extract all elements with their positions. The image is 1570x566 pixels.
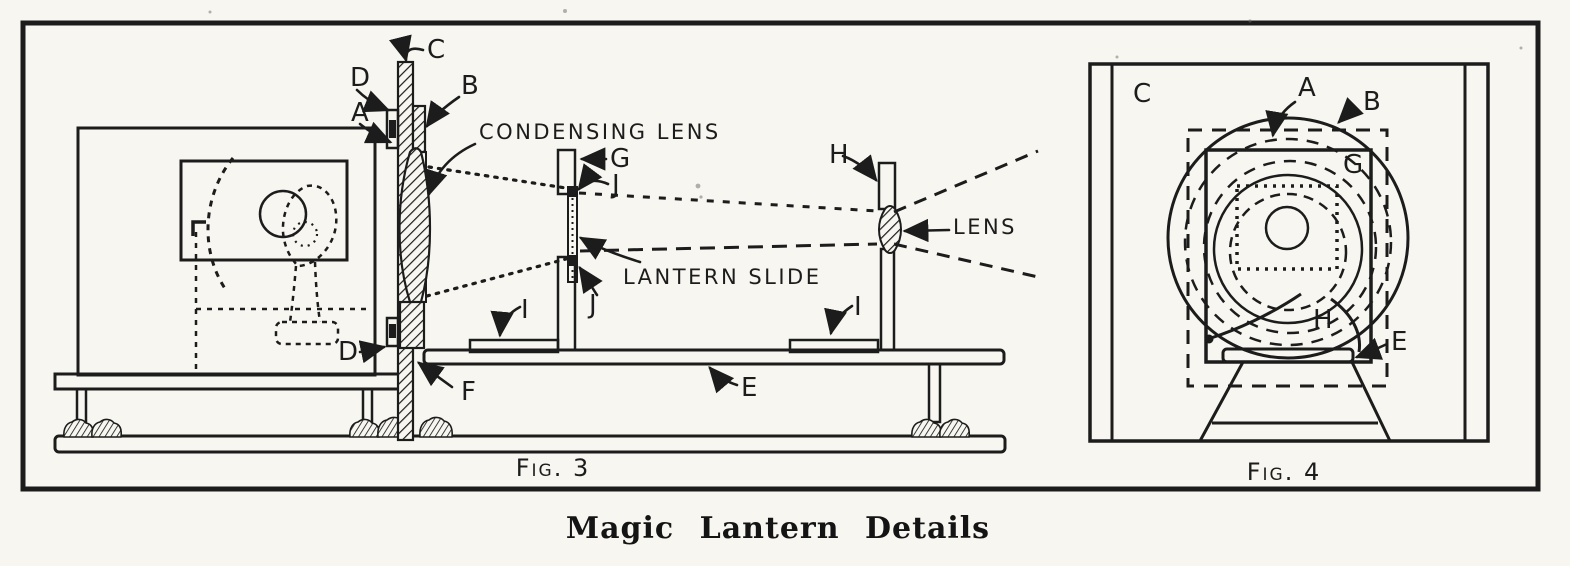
lamp-house-body <box>76 126 377 377</box>
stand-trapezoid <box>1198 361 1392 442</box>
foot-blobs <box>63 416 971 438</box>
lens-post-top-h <box>877 161 897 211</box>
condenser-rim-inner <box>1212 173 1364 325</box>
fig4-leader-arrows <box>1265 97 1389 360</box>
fig3-label-b: B <box>461 71 480 101</box>
lamp-bulb-hidden-outline <box>274 184 340 346</box>
upper-thumbscrew-d <box>389 120 396 138</box>
fig4-caption: Fig. 4 <box>1247 458 1322 486</box>
slide-board-e <box>422 348 1006 366</box>
baseboard <box>53 434 1007 454</box>
ray-slide-to-lens-bottom <box>579 242 878 253</box>
lower-sleeve <box>398 300 426 350</box>
front-panel <box>1088 62 1490 443</box>
fig3-label-j-top: J <box>610 170 621 200</box>
fig4-label-a: A <box>1298 73 1317 103</box>
fig3-label-d-top: D <box>350 63 371 93</box>
fig3-label-d-bottom: D <box>338 337 359 367</box>
slide-post-top-g <box>556 148 577 196</box>
fig3-leader-arrows <box>355 34 951 394</box>
stand <box>53 348 1007 454</box>
fig3-label-g: G <box>610 144 631 174</box>
ray-condenser-to-slide-bottom <box>425 257 568 298</box>
fig3-label-i-left: I <box>521 295 530 325</box>
fig4-label-b: B <box>1363 87 1382 117</box>
retainer-pin <box>1204 334 1214 344</box>
upper-sleeve-b <box>411 104 427 154</box>
plate-caption: Magic Lantern Details <box>566 511 990 546</box>
plate-border <box>20 20 1541 492</box>
objective-upright <box>877 161 902 352</box>
fig3-label-h: H <box>829 140 850 170</box>
lens-post-bottom <box>879 247 896 352</box>
fig4-label-h: H <box>1313 305 1334 335</box>
condensing-lens-glass <box>398 147 432 307</box>
fig4-label-e: E <box>1391 327 1408 357</box>
slide-mask-dotted <box>1235 184 1339 271</box>
lower-clamp <box>385 316 400 348</box>
fig3-label-e: E <box>741 373 758 403</box>
guide-block-i-right <box>788 338 880 354</box>
light-rays <box>425 149 1039 298</box>
fig3-label-f: F <box>461 377 477 407</box>
condenser-rim-dashed-1 <box>1183 137 1393 347</box>
lamp-house-door <box>179 159 349 262</box>
bench-leg-left <box>75 387 88 424</box>
fig3-label-c: C <box>427 35 446 65</box>
vent-hole <box>258 189 308 239</box>
board-leg-right <box>927 362 942 424</box>
fig3-caption: Fig. 3 <box>516 454 591 482</box>
lamp-house <box>76 126 377 377</box>
retainer-wire-left <box>1210 292 1302 340</box>
center-aperture <box>1264 205 1310 251</box>
lower-thumbscrew-d <box>389 324 396 338</box>
fig3-side-view: C D A B CONDENSING LENS G J H LENS LANTE… <box>53 34 1039 482</box>
fig4-front-view: C A B G H E Fig. 4 <box>1088 62 1490 486</box>
fig4-label-g: G <box>1343 150 1364 180</box>
bench-leg-right <box>361 387 374 424</box>
fig3-note-lens: LENS <box>953 215 1017 239</box>
ray-slide-to-lens-top <box>578 191 878 213</box>
reflector-dashed-arc <box>206 157 235 291</box>
scan-specks <box>208 9 1523 199</box>
guide-block-i-left <box>468 338 560 354</box>
ray-condenser-to-slide-top <box>427 165 568 190</box>
ray-projected-bottom <box>893 242 1039 279</box>
board-end-e <box>1221 347 1355 364</box>
slide-clip-j-top <box>567 186 578 197</box>
slide-post-bottom <box>556 255 577 352</box>
fig4-label-c: C <box>1133 79 1152 109</box>
door-latch <box>191 220 206 236</box>
objective-lens-glass <box>878 205 902 254</box>
condenser-rim-dashed-2 <box>1202 159 1378 335</box>
fig3-label-i-right: I <box>854 292 863 322</box>
ray-projected-top <box>893 149 1039 214</box>
fig3-note-lantern-slide: LANTERN SLIDE <box>623 265 822 289</box>
slide-upright <box>556 148 578 352</box>
slide-clip-j-bottom <box>567 255 578 266</box>
condenser-upright <box>385 60 432 442</box>
fig3-label-a: A <box>351 98 370 128</box>
fig3-note-condensing-lens: CONDENSING LENS <box>479 120 721 144</box>
fig3-label-j-bottom: J <box>587 290 598 320</box>
condenser-rim-dashed-3 <box>1228 192 1348 312</box>
